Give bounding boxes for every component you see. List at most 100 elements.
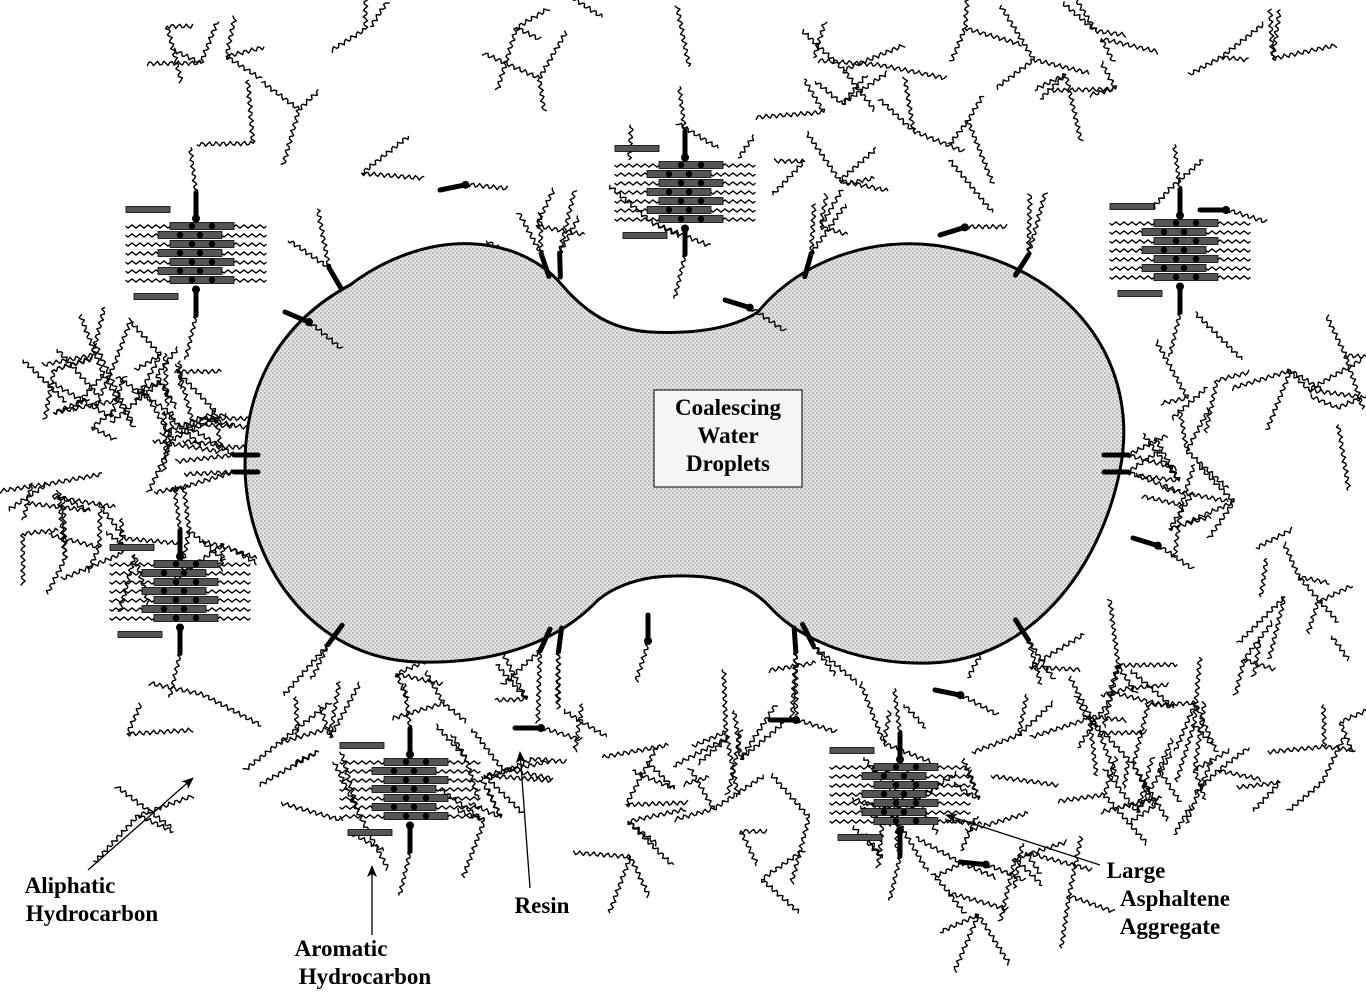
chain-segment — [876, 824, 883, 868]
chain-segment — [79, 315, 105, 375]
chain-segment — [774, 159, 804, 164]
resin-tail — [893, 689, 902, 734]
aromatic-sheet — [647, 189, 711, 196]
aliphatic-arrow — [88, 778, 193, 870]
aromatic-sheet — [1154, 256, 1218, 263]
aromatic-sheet — [384, 795, 448, 802]
chain-segment — [821, 191, 843, 227]
chain-segment — [50, 383, 110, 417]
chain-segment — [1290, 372, 1309, 390]
chain-segment — [814, 22, 827, 57]
chain-segment — [22, 483, 32, 519]
chain-cluster — [948, 97, 994, 183]
ring-node — [1193, 220, 1199, 226]
chain-segment — [357, 812, 388, 870]
resin-head — [681, 154, 689, 162]
chain-cluster — [440, 789, 484, 877]
chain-segment — [43, 370, 55, 419]
asphaltene-aggregate — [126, 148, 266, 359]
ring-node — [197, 250, 203, 256]
chain-segment — [741, 829, 767, 833]
chain-segment — [544, 0, 603, 17]
ring-node — [1193, 256, 1199, 262]
chain-segment — [972, 734, 1018, 754]
free-resin — [636, 615, 652, 682]
chain-segment — [451, 735, 467, 758]
chain-segment — [23, 528, 58, 536]
aromatic-sheet — [158, 250, 222, 257]
chain-segment — [1251, 641, 1260, 677]
chain-cluster — [574, 851, 649, 913]
ring-node — [189, 259, 195, 265]
ring-node — [403, 813, 409, 819]
free-resin — [935, 690, 999, 715]
chain-segment — [884, 711, 891, 744]
chain-cluster — [1058, 757, 1145, 845]
chain-segment — [279, 727, 330, 745]
chain-segment — [675, 6, 691, 66]
aromatic-sheet — [659, 216, 723, 223]
ring-node — [189, 241, 195, 247]
chain-cluster — [739, 135, 754, 158]
chain-cluster — [1331, 636, 1349, 660]
aromatic-sheet — [170, 259, 234, 266]
resin-tail — [962, 696, 998, 715]
chain-cluster — [603, 743, 669, 758]
chain-segment — [226, 16, 236, 56]
chain-segment — [565, 709, 607, 736]
ring-node — [901, 791, 907, 797]
chain-cluster — [1173, 387, 1208, 420]
chain-segment — [1030, 634, 1084, 668]
chain-segment — [1244, 660, 1275, 671]
chain-cluster — [483, 31, 567, 111]
ring-node — [698, 162, 704, 168]
ring-node — [193, 597, 199, 603]
ring-node — [423, 813, 429, 819]
resin-tail — [317, 209, 330, 267]
ring-node — [197, 232, 203, 238]
chain-cluster — [149, 682, 261, 726]
aromatic-sheet — [384, 813, 448, 820]
resin-tail — [813, 646, 835, 676]
ring-node — [1181, 229, 1187, 235]
resin-bar — [794, 628, 796, 652]
ring-node — [209, 223, 215, 229]
chain-cluster — [166, 24, 193, 83]
chain-segment — [167, 24, 193, 28]
chain-cluster — [197, 80, 255, 146]
chain-cluster — [991, 775, 1058, 787]
chain-segment — [296, 751, 319, 765]
chain-segment — [1253, 782, 1280, 811]
ring-node — [686, 207, 692, 213]
chain-segment — [1195, 749, 1229, 771]
chain-segment — [1112, 692, 1173, 707]
ring-node — [901, 773, 907, 779]
chain-segment — [860, 682, 886, 744]
chain-segment — [203, 694, 261, 726]
chain-segment — [1311, 394, 1337, 408]
resin-tail — [889, 857, 900, 901]
ring-node — [411, 768, 417, 774]
ring-node — [209, 259, 215, 265]
chain-cluster — [176, 373, 223, 449]
chain-segment — [1173, 387, 1208, 420]
aromatic-sheet — [158, 268, 222, 275]
resin-tail — [538, 213, 543, 254]
resin-head — [896, 827, 904, 835]
chain-segment — [1218, 770, 1260, 781]
chain-segment — [967, 121, 995, 183]
aromatic-sheet — [1110, 204, 1154, 210]
ring-node — [686, 189, 692, 195]
chain-cluster — [820, 191, 847, 236]
resin-head — [176, 624, 184, 632]
chain-segment — [1327, 315, 1347, 355]
chain-segment — [762, 851, 805, 880]
chain-cluster — [998, 840, 1066, 921]
aromatic-sheet — [1142, 229, 1206, 236]
chain-cluster — [1233, 369, 1321, 429]
chain-segment — [1026, 853, 1092, 871]
chain-cluster — [676, 123, 718, 148]
resin-head — [406, 822, 414, 830]
resin-tail — [189, 148, 198, 193]
